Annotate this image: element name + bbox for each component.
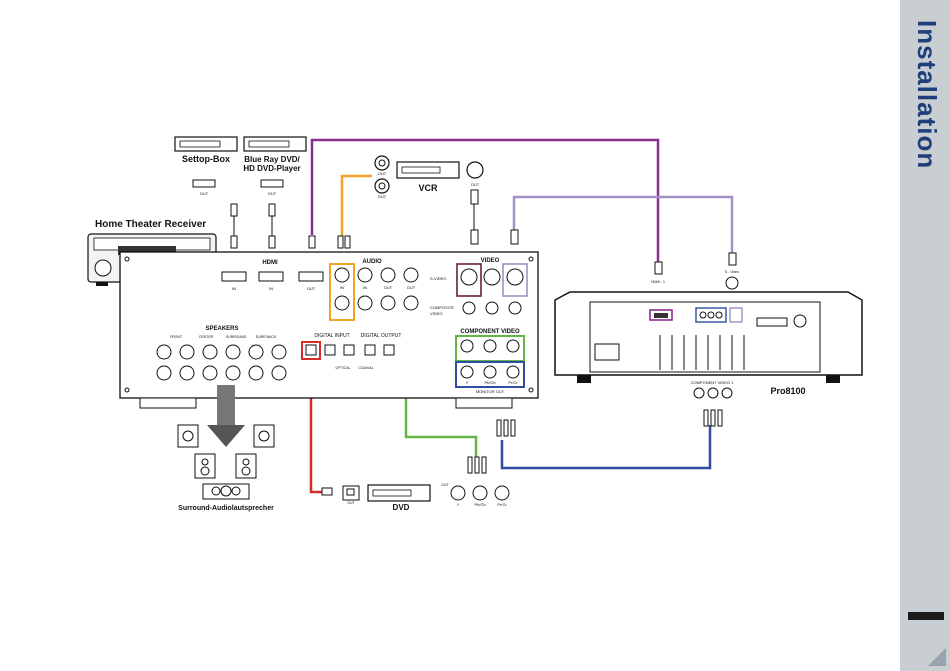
sidebar: Installation bbox=[900, 0, 950, 671]
dvd-pr-label: Pr/Cr bbox=[497, 502, 507, 507]
speaker-icons bbox=[177, 424, 275, 500]
settop-out-label: OUT bbox=[200, 191, 209, 196]
surr-back-label: SURR.BACK bbox=[256, 335, 277, 339]
optical-label: OPTICAL bbox=[336, 366, 351, 370]
hdmi-cable bbox=[310, 138, 660, 262]
projector-hdmi-label: HDMI - 1 bbox=[651, 280, 665, 284]
vcr: OUT OUT VCR OUT bbox=[374, 155, 484, 199]
down-arrow-icon bbox=[207, 385, 245, 447]
projector-label: Pro8100 bbox=[770, 386, 805, 396]
dvd-pb-label: Pb/Cb bbox=[474, 502, 486, 507]
vcr-audio-cable bbox=[340, 174, 372, 236]
projector-component-label: COMPONENT VIDEO 1 bbox=[691, 380, 735, 385]
audio-highlight bbox=[329, 263, 355, 321]
component-y-label: Y bbox=[466, 380, 469, 385]
component-section-label: COMPONENT VIDEO bbox=[460, 329, 520, 335]
connection-diagram: Settop-Box OUT Blue Ray DVD/ HD DVD-Play… bbox=[87, 136, 863, 512]
component-jacks bbox=[460, 339, 520, 379]
audio-section-label: AUDIO bbox=[362, 259, 382, 265]
hdmi-ports bbox=[221, 271, 324, 282]
audio-out-label: OUT bbox=[384, 285, 393, 290]
svideo-in-highlight bbox=[456, 263, 482, 297]
projector bbox=[554, 291, 863, 383]
svideo-cable bbox=[512, 195, 734, 253]
bluray-label-2: HD DVD-Player bbox=[243, 164, 300, 173]
component-pr-label: Pr/Cr bbox=[508, 380, 518, 385]
digital-input-label: DIGITAL INPUT bbox=[314, 333, 349, 339]
settop-box: Settop-Box OUT bbox=[174, 136, 238, 196]
bluray-label-1: Blue Ray DVD/ bbox=[244, 155, 300, 164]
composite-label: COMPOSITE bbox=[430, 305, 454, 310]
bluray-out-label: OUT bbox=[268, 191, 277, 196]
page-tab bbox=[908, 612, 944, 620]
s-video-label: S-VIDEO bbox=[430, 276, 446, 281]
projector-svideo-jack bbox=[725, 276, 739, 290]
projector-component-jacks bbox=[693, 387, 733, 399]
vcr-out1-label: OUT bbox=[378, 171, 387, 176]
bluray-player: Blue Ray DVD/ HD DVD-Player OUT bbox=[243, 136, 307, 196]
optical-in-highlight bbox=[301, 341, 321, 360]
digital-ports bbox=[305, 344, 395, 356]
dvd-component-out-label: OUT bbox=[441, 483, 449, 487]
video-section-label: VIDEO bbox=[481, 258, 500, 264]
optical-cable bbox=[309, 385, 330, 494]
speakers-section-label: SPEAKERS bbox=[205, 326, 238, 332]
video-jacks bbox=[460, 268, 524, 315]
surround-label: SURROUND bbox=[226, 335, 247, 339]
coaxial-label: COAXIAL bbox=[358, 366, 373, 370]
component-cable-blue bbox=[500, 425, 712, 470]
receiver-label: Home Theater Receiver bbox=[95, 219, 206, 230]
hdmi-in2-label: IN bbox=[269, 286, 273, 291]
hdmi-in1-label: IN bbox=[232, 286, 236, 291]
digital-output-label: DIGITAL OUTPUT bbox=[361, 333, 402, 339]
sidebar-title: Installation bbox=[912, 20, 942, 170]
dvd-player: OUT DVD OUT Y Pb/Cb Pr/Cr bbox=[342, 483, 510, 512]
vcr-svideo-out-label: OUT bbox=[471, 182, 480, 187]
hdmi-out-label: OUT bbox=[307, 286, 316, 291]
speaker-terminals bbox=[156, 344, 287, 381]
component-pb-label: Pb/Cb bbox=[484, 380, 496, 385]
hdmi-section-label: HDMI bbox=[262, 260, 278, 266]
component-out-highlight bbox=[455, 361, 525, 388]
vcr-label: VCR bbox=[418, 183, 438, 193]
dvd-label: DVD bbox=[393, 503, 410, 512]
center-label: CENTER bbox=[199, 335, 214, 339]
audio-in-label: IN bbox=[340, 285, 344, 290]
page-corner-icon bbox=[928, 648, 946, 666]
speakers-caption: Surround-Audiolautsprecher bbox=[178, 505, 274, 512]
projector-svideo-label: S - Video bbox=[725, 270, 739, 274]
dvd-optical-out-label: OUT bbox=[347, 501, 355, 505]
svideo-out-highlight bbox=[502, 263, 528, 297]
monitor-out-label: MONITOR OUT bbox=[476, 389, 505, 394]
vcr-out2-label: OUT bbox=[378, 194, 387, 199]
front-label: FRONT bbox=[170, 335, 183, 339]
dvd-y-label: Y bbox=[457, 502, 460, 507]
audio-in-label-2: IN bbox=[363, 285, 367, 290]
plug-lines bbox=[233, 204, 475, 236]
video2-label: VIDEO bbox=[430, 311, 442, 316]
audio-jacks bbox=[334, 267, 419, 311]
audio-out-label-2: OUT bbox=[407, 285, 416, 290]
settop-box-label: Settop-Box bbox=[182, 154, 230, 164]
